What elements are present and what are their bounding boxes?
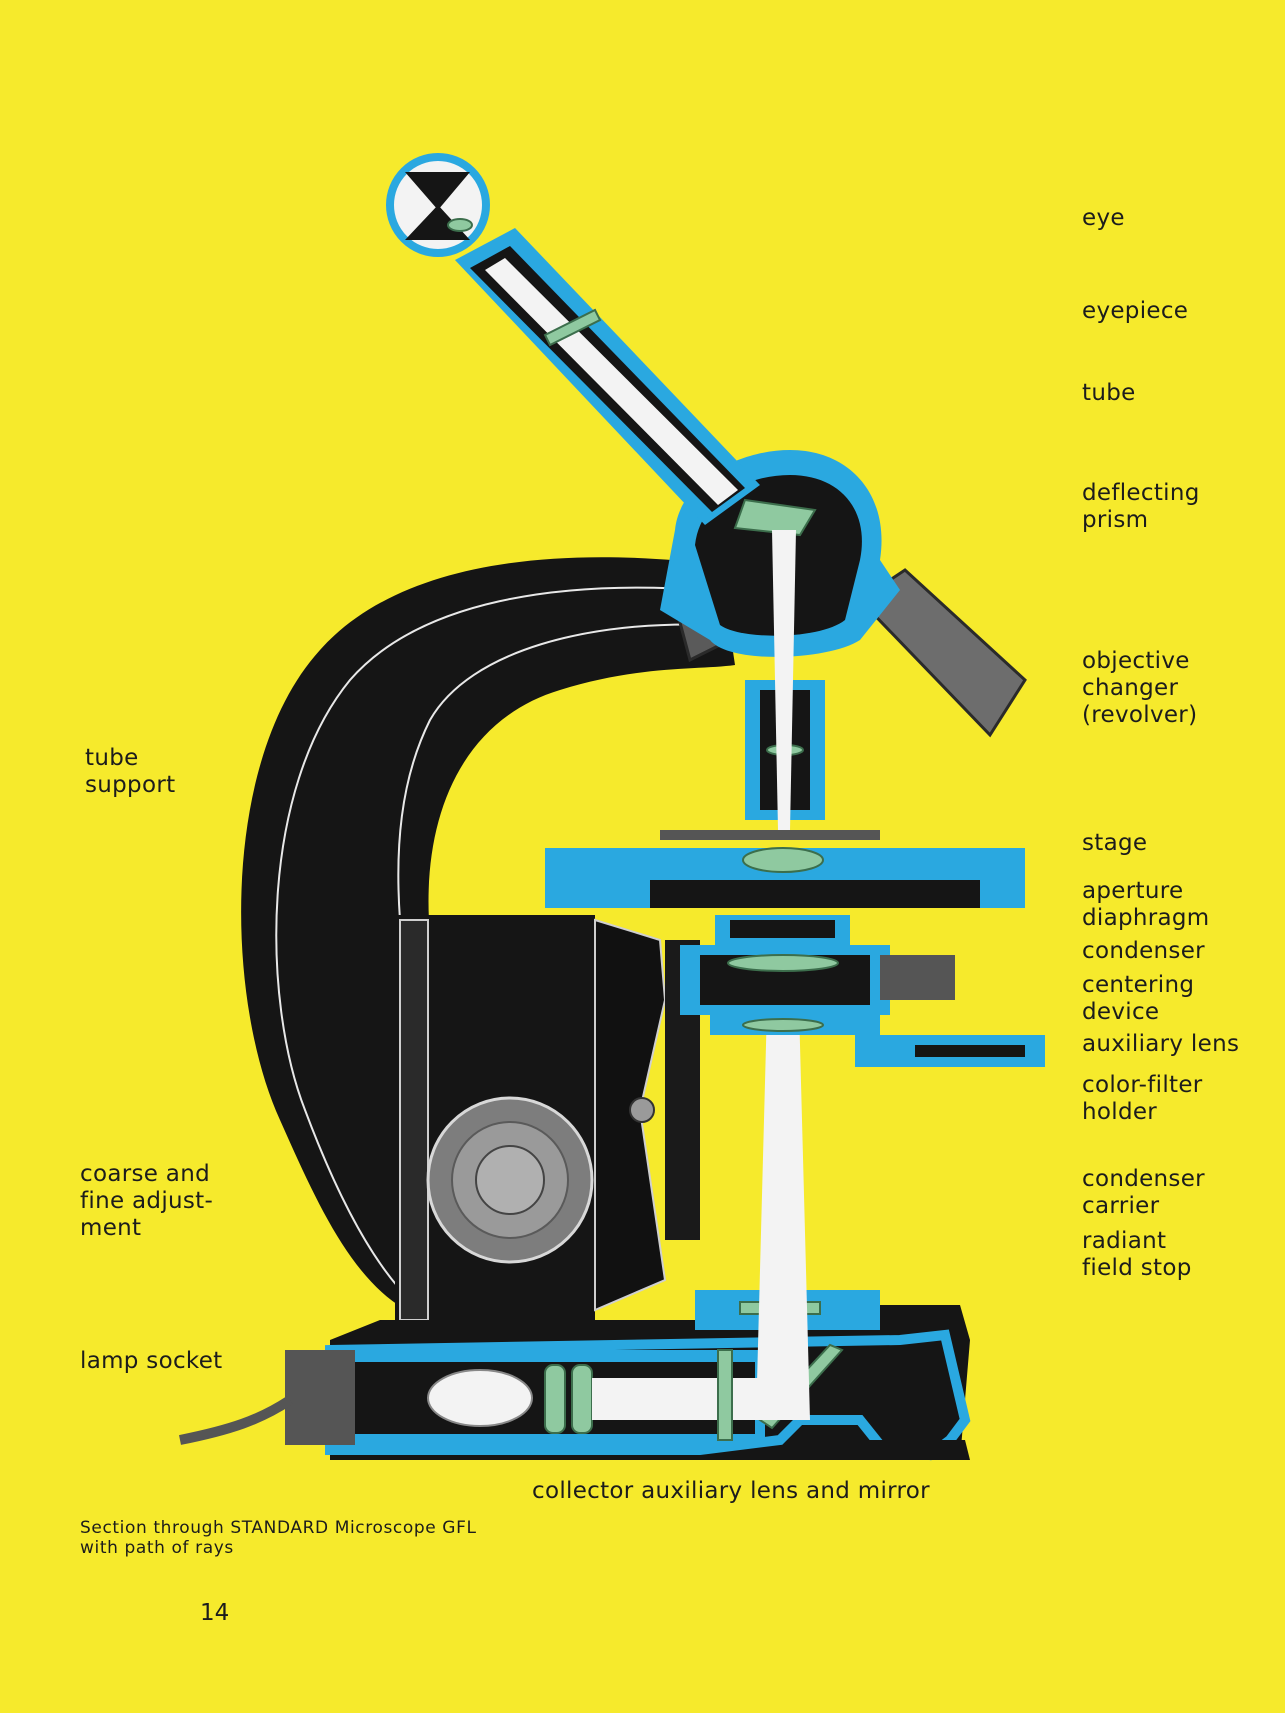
label-lamp-socket: lamp socket [80, 1348, 223, 1374]
eye-lens [447, 218, 473, 232]
color-filter [915, 1045, 1025, 1057]
lamp-cable [179, 1395, 293, 1445]
label-radiant-field-stop: radiant field stop [1082, 1228, 1192, 1281]
label-centering-device: centering device [1082, 972, 1195, 1025]
arm-highlight-line [275, 586, 706, 1301]
figure-caption: Section through STANDARD Microscope GFL … [80, 1518, 477, 1558]
label-condenser-carrier: condenser carrier [1082, 1166, 1205, 1219]
label-deflecting-prism: deflecting prism [1082, 480, 1200, 533]
specimen-lens [742, 847, 824, 873]
deflecting-prism [733, 498, 817, 537]
label-auxiliary-lens: auxiliary lens [1082, 1031, 1240, 1057]
label-collector: collector auxiliary lens and mirror [532, 1478, 930, 1504]
adjustment-knob-inner [475, 1145, 545, 1215]
base-light-path [592, 1378, 772, 1420]
illumination-ray [756, 970, 810, 1420]
stage-clip [660, 830, 880, 840]
label-aperture-diaphragm: aperture diaphragm [1082, 878, 1210, 931]
base-foot [800, 1440, 970, 1460]
auxiliary-lens [742, 1018, 824, 1032]
tube-support-arm [241, 557, 735, 1320]
label-tube: tube [1082, 380, 1136, 406]
head-ray [772, 530, 796, 830]
label-objective-changer: objective changer (revolver) [1082, 648, 1198, 728]
tube-light [485, 258, 738, 505]
label-eye: eye [1082, 205, 1125, 231]
eye-pupil-bottom [405, 205, 470, 240]
lamp-socket [285, 1350, 355, 1445]
lamp-bulb [427, 1369, 533, 1427]
auxiliary-collector-lens [717, 1349, 733, 1441]
eyepiece-lens [543, 308, 602, 347]
centering-screws [880, 955, 955, 1000]
label-tube-support: tube support [85, 745, 176, 798]
focus-housing-edge [399, 919, 429, 1321]
label-color-filter-holder: color-filter holder [1082, 1072, 1203, 1125]
page-number: 14 [200, 1600, 230, 1626]
collector-lens-1 [544, 1364, 566, 1434]
condenser-lens [727, 954, 839, 972]
label-eyepiece: eyepiece [1082, 298, 1189, 324]
collector-lens-2 [571, 1364, 593, 1434]
aperture-diaphragm-inner [730, 920, 835, 938]
label-stage: stage [1082, 830, 1148, 856]
eye-pupil-top [405, 172, 470, 210]
adjustment-screw [629, 1097, 655, 1123]
arm-highlight-line-2 [397, 623, 716, 921]
label-coarse-fine-adjustment: coarse and fine adjust- ment [80, 1161, 214, 1241]
stage-underside [650, 880, 980, 908]
label-condenser: condenser [1082, 938, 1205, 964]
